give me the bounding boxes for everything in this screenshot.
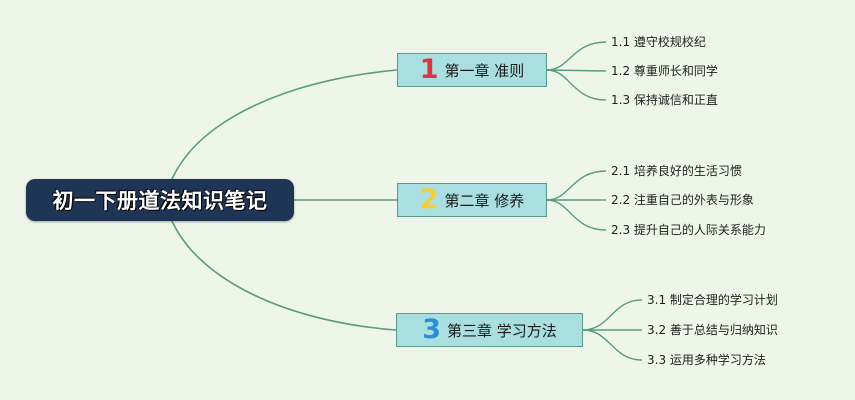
chapter-node-1[interactable]: 1 第一章 准则 [397, 53, 547, 87]
topic-1-3[interactable]: 1.3 保持诚信和正直 [611, 93, 718, 107]
root-node[interactable]: 初一下册道法知识笔记 [26, 179, 294, 221]
connector-chapter-1-topic-1 [546, 41, 607, 71]
topic-1-2[interactable]: 1.2 尊重师长和同学 [611, 64, 718, 78]
chapter-node-2[interactable]: 2 第二章 修养 [397, 183, 547, 217]
connector-chapter-3-topic-1 [582, 299, 643, 331]
chapter-title-2: 第二章 修养 [444, 191, 525, 210]
topic-2-3[interactable]: 2.3 提升自己的人际关系能力 [611, 223, 766, 237]
chapter-number-1: 1 [419, 53, 439, 85]
chapter-title-3: 第三章 学习方法 [447, 321, 557, 340]
topic-2-2[interactable]: 2.2 注重自己的外表与形象 [611, 193, 754, 207]
connector-chapter-2-topic-1 [546, 170, 607, 201]
chapter-node-3[interactable]: 3 第三章 学习方法 [396, 313, 583, 347]
topic-2-1[interactable]: 2.1 培养良好的生活习惯 [611, 164, 742, 178]
connector-chapter-1-topic-3 [546, 69, 607, 101]
connector-root-chapter-3 [171, 220, 397, 331]
chapter-title-1: 第一章 准则 [444, 61, 525, 80]
chapter-number-3: 3 [422, 313, 441, 345]
connector-chapter-2-topic-3 [546, 199, 607, 231]
topic-3-3[interactable]: 3.3 运用多种学习方法 [647, 353, 766, 367]
connector-root-chapter-1 [171, 69, 398, 180]
connector-chapter-3-topic-3 [582, 329, 643, 361]
topic-3-1[interactable]: 3.1 制定合理的学习计划 [647, 293, 778, 307]
topic-1-1[interactable]: 1.1 遵守校规校纪 [611, 35, 706, 49]
topic-3-2[interactable]: 3.2 善于总结与归纳知识 [647, 323, 778, 337]
chapter-number-2: 2 [419, 183, 439, 215]
connector-chapter-1-topic-2 [546, 69, 607, 72]
root-label: 初一下册道法知识笔记 [52, 189, 268, 213]
